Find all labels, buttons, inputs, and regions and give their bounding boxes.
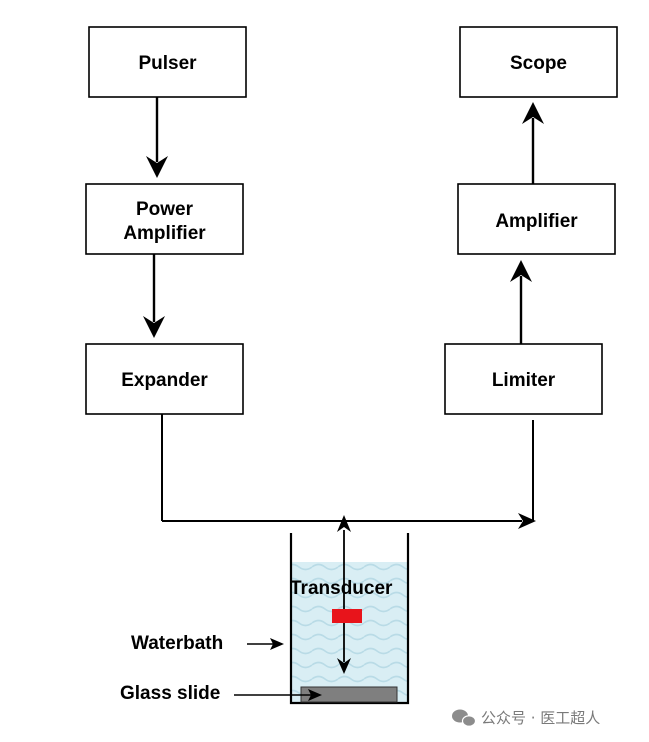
limiter-block: Limiter [444, 343, 603, 415]
scope-block: Scope [459, 26, 618, 98]
expander-block: Expander [85, 343, 244, 415]
arrow-pulser-to-power-amplifier [146, 97, 168, 178]
watermark-text: 公众号 · 医工超人 [481, 709, 600, 727]
transducer-down-arrow [337, 658, 351, 674]
amplifier-block: Amplifier [457, 183, 616, 255]
glass-slide-pointer-arrow [234, 689, 322, 701]
scope-label: Scope [510, 53, 567, 74]
arrow-to-limiter-bus [518, 513, 536, 529]
arrow-amplifier-to-scope [522, 102, 544, 184]
limiter-label: Limiter [492, 370, 556, 391]
waterbath-pointer-arrow [247, 638, 284, 650]
amplifier-label: Amplifier [495, 211, 578, 232]
pulser-label: Pulser [138, 53, 197, 74]
power-amplifier-label-line1: Power [136, 199, 194, 220]
transducer-cable [337, 515, 351, 674]
transducer-label: Transducer [290, 578, 393, 599]
power-amplifier-block: Power Amplifier [85, 183, 244, 255]
watermark: 公众号 · 医工超人 [452, 709, 600, 727]
waterbath-label: Waterbath [131, 633, 223, 654]
arrow-limiter-to-amplifier [510, 260, 532, 344]
pulser-block: Pulser [88, 26, 247, 98]
signal-bus [161, 414, 536, 529]
arrow-power-amplifier-to-expander [143, 254, 165, 338]
waterbath [289, 533, 410, 705]
expander-label: Expander [121, 370, 208, 391]
transducer-up-arrow [337, 515, 351, 532]
transducer-element [332, 609, 362, 623]
glass-slide-label: Glass slide [120, 683, 220, 704]
power-amplifier-label-line2: Amplifier [123, 223, 206, 244]
wechat-icon [452, 709, 477, 727]
